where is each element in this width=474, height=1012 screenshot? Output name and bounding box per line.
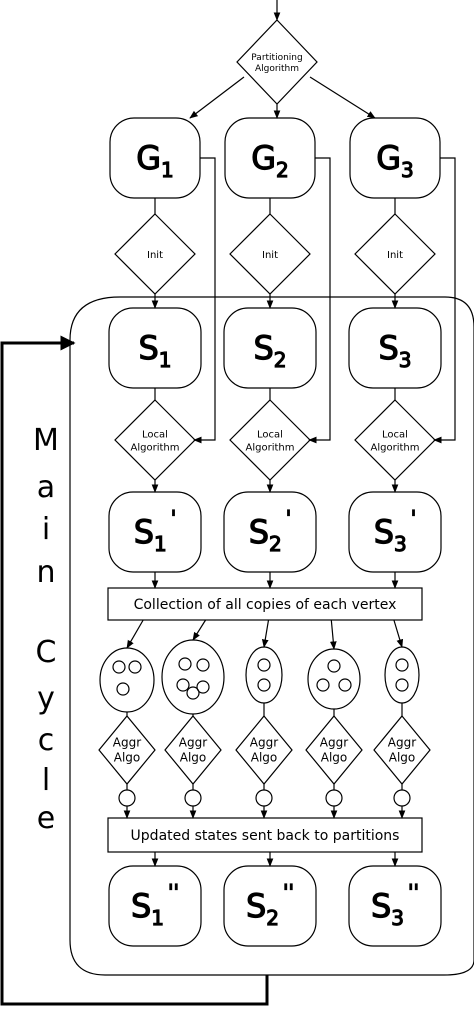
vertex-copy-circle bbox=[196, 680, 210, 694]
main-cycle-container bbox=[69, 296, 474, 976]
init-diamond-2-label: Init bbox=[262, 250, 278, 261]
updated-states-label: Updated states sent back to partitions bbox=[131, 828, 400, 844]
collection-vertex-arrow-4 bbox=[329, 619, 337, 650]
vertex-copy-circle bbox=[327, 659, 341, 673]
g2-bypass-arrow bbox=[308, 157, 331, 444]
s1-double-box bbox=[108, 865, 202, 947]
partition-arrow-1 bbox=[189, 76, 245, 119]
vertex-copies-group-5 bbox=[384, 646, 420, 704]
collection-vertex-arrow-1 bbox=[126, 619, 144, 649]
main-cycle-letter: a bbox=[37, 470, 55, 505]
aggr-algo-diamond-5-label: Aggr bbox=[388, 736, 416, 750]
collection-box bbox=[107, 587, 423, 621]
s1-label: S1 bbox=[138, 329, 171, 372]
vertex-copy-circle bbox=[338, 678, 352, 692]
vertex-copies-group-3 bbox=[245, 646, 283, 704]
aggr-algo-diamond-2-label: Algo bbox=[180, 751, 207, 765]
s2-label: S2 bbox=[253, 329, 286, 372]
vertex-copy-circle bbox=[257, 658, 271, 672]
main-cycle-letter: l bbox=[42, 763, 50, 798]
main-cycle-letter: i bbox=[42, 512, 50, 547]
aggr-algo-diamond-3-label: Aggr bbox=[250, 736, 278, 750]
aggregated-state-circle-2 bbox=[184, 789, 202, 807]
init-diamond-1-label: Init bbox=[147, 250, 163, 261]
init-diamond-3-label: Init bbox=[387, 250, 403, 261]
g3-label: G3 bbox=[376, 139, 414, 182]
aggr-algo-diamond-3-label: Algo bbox=[251, 751, 278, 765]
main-cycle-letter: n bbox=[36, 555, 55, 590]
aggregated-state-circle-1 bbox=[118, 789, 136, 807]
collection-vertex-arrow-5 bbox=[393, 619, 404, 648]
collection-vertex-arrow-2 bbox=[192, 619, 207, 641]
aggregated-state-circle-5 bbox=[393, 789, 411, 807]
s2-double-label: S2'' bbox=[246, 880, 294, 930]
main-cycle-letter: C bbox=[36, 635, 57, 670]
main-cycle-letter: c bbox=[38, 723, 55, 758]
local-algorithm-diamond-3-label: Local bbox=[382, 430, 408, 441]
aggr-algo-diamond-1-label: Algo bbox=[114, 751, 141, 765]
local-algorithm-diamond-2-label: Local bbox=[257, 430, 283, 441]
local-algorithm-diamond-2-label: Algorithm bbox=[246, 443, 295, 454]
vertex-copies-group-2 bbox=[161, 639, 225, 715]
vertex-copy-circle bbox=[176, 678, 190, 692]
vertex-copy-circle bbox=[186, 686, 200, 700]
aggr-algo-diamond-4-label: Aggr bbox=[320, 736, 348, 750]
main-cycle-letter: M bbox=[33, 423, 59, 458]
vertex-copy-circle bbox=[316, 678, 330, 692]
vertex-copies-group-1 bbox=[99, 647, 155, 713]
collection-label: Collection of all copies of each vertex bbox=[134, 597, 397, 613]
vertex-copy-circle bbox=[128, 660, 142, 674]
vertex-copy-circle bbox=[395, 678, 409, 692]
s3-double-box bbox=[348, 865, 442, 947]
g3-bypass-arrow bbox=[433, 157, 456, 444]
g2-label: G2 bbox=[251, 139, 289, 182]
s3-label: S3 bbox=[378, 329, 411, 372]
s1-double-label: S1'' bbox=[131, 880, 179, 930]
local-algorithm-diamond-1-label: Local bbox=[142, 430, 168, 441]
g1-label: G1 bbox=[136, 139, 174, 182]
aggr-algo-diamond-4-label: Algo bbox=[321, 751, 348, 765]
vertex-copy-circle bbox=[116, 682, 130, 696]
aggr-algo-diamond-5-label: Algo bbox=[389, 751, 416, 765]
partition-arrow-3 bbox=[309, 76, 376, 119]
s3-prime-label: S3' bbox=[374, 506, 417, 556]
vertex-copies-group-4 bbox=[307, 648, 361, 710]
local-algorithm-diamond-1-label: Algorithm bbox=[131, 443, 180, 454]
aggr-algo-diamond-1-label: Aggr bbox=[113, 736, 141, 750]
main-cycle-letter: e bbox=[37, 801, 55, 836]
g1-bypass-arrow bbox=[193, 157, 216, 444]
partitioning-label: Algorithm bbox=[255, 64, 299, 74]
vertex-copy-circle bbox=[395, 658, 409, 672]
vertex-copy-circle bbox=[178, 657, 192, 671]
s2-double-box bbox=[223, 865, 317, 947]
aggregated-state-circle-3 bbox=[255, 789, 273, 807]
vertex-copy-circle bbox=[196, 658, 210, 672]
feedback-loop-arrow bbox=[0, 335, 269, 1006]
main-cycle-letter: y bbox=[37, 681, 55, 716]
partitioning-label: Partitioning bbox=[251, 53, 302, 63]
vertex-copy-circle bbox=[257, 678, 271, 692]
aggr-algo-diamond-2-label: Aggr bbox=[179, 736, 207, 750]
s2-prime-label: S2' bbox=[249, 506, 292, 556]
local-algorithm-diamond-3-label: Algorithm bbox=[371, 443, 420, 454]
s1-prime-label: S1' bbox=[134, 506, 177, 556]
aggregated-state-circle-4 bbox=[325, 789, 343, 807]
vertex-copy-circle bbox=[112, 660, 126, 674]
s3-double-label: S3'' bbox=[371, 880, 419, 930]
collection-vertex-arrow-3 bbox=[261, 619, 270, 648]
